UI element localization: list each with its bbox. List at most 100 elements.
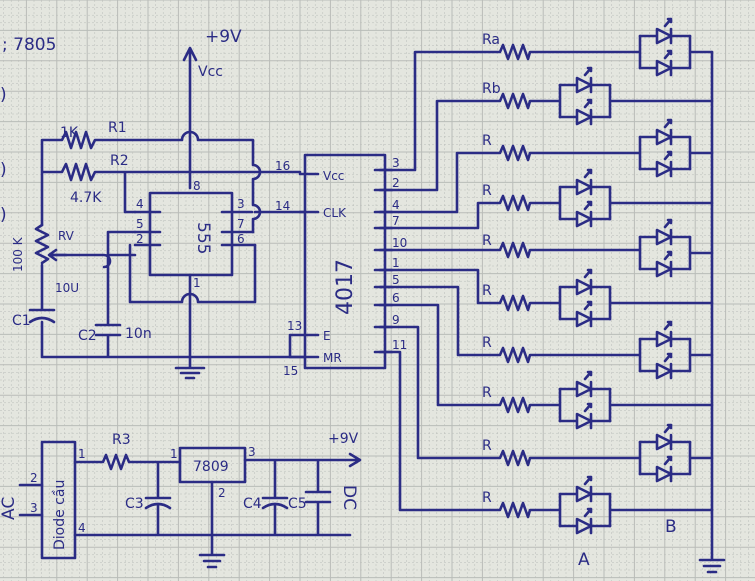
led-common-rail [698, 50, 726, 574]
pin-label: 3 [237, 197, 245, 211]
c2-label: C2 [78, 328, 97, 344]
pin-label: 3 [30, 501, 38, 515]
pin-label: 1 [193, 276, 201, 290]
led-icon [638, 352, 692, 380]
pin-label: 4 [78, 521, 86, 535]
pin-label: 5 [136, 217, 144, 231]
c2-value: 10n [125, 326, 152, 342]
output-wire [373, 325, 714, 476]
resistor-label: R [482, 233, 492, 249]
margin-mark: ) [0, 205, 7, 225]
r2-label: R2 [110, 153, 129, 169]
output-wire [373, 268, 714, 321]
margin-mark: ) [0, 85, 7, 105]
supply-label: +9V [205, 27, 242, 47]
r3-label: R3 [112, 432, 131, 448]
resistor-label: R [482, 438, 492, 454]
pin-label: 11 [392, 338, 407, 352]
output-wire [373, 235, 714, 271]
led-icon [558, 200, 612, 228]
led-icon [638, 49, 692, 77]
pin-label: 2 [136, 232, 144, 246]
output-wire [373, 350, 714, 528]
pin-label: 5 [392, 273, 400, 287]
column-label-b: B [665, 517, 677, 537]
led-icon [558, 300, 612, 328]
led-icon [558, 66, 612, 94]
output-channel: 9R [373, 313, 714, 483]
resistor-label: R [482, 133, 492, 149]
rv-label: RV [58, 229, 75, 243]
led-icon [558, 507, 612, 535]
led-icon [638, 455, 692, 483]
resistor-label: R [482, 283, 492, 299]
timer-chip-label: 555 [193, 222, 213, 254]
pin-label: 1 [392, 256, 400, 270]
pin-label: 3 [392, 156, 400, 170]
pin-label: 8 [193, 179, 201, 193]
resistor-label: Ra [482, 32, 500, 48]
header-note: ; 7805 [2, 35, 56, 55]
r2-value: 4.7K [70, 190, 102, 206]
r1-value: 1K [60, 125, 79, 141]
margin-mark: ) [0, 160, 7, 180]
output-channel: 3 Ra [373, 17, 714, 172]
output-channel: 1R [373, 256, 714, 328]
pin-label: 2 [218, 486, 226, 500]
pin-label: 7 [237, 217, 245, 231]
pin-label: 15 [283, 364, 298, 378]
rv-value: 100 K [11, 236, 25, 272]
led-icon [638, 250, 692, 278]
resistor-label: R [482, 385, 492, 401]
resistor-label: Rb [482, 81, 501, 97]
pin-name: E [323, 329, 331, 343]
pin-label: 9 [392, 313, 400, 327]
counter-4017: 4017 16 Vcc 14 CLK 13 E 15 MR [275, 153, 387, 378]
resistor-label: R [482, 183, 492, 199]
c1-label: C1 [12, 313, 31, 329]
output-channel: 7R [373, 168, 714, 230]
resistor-label: R [482, 335, 492, 351]
c5-label: C5 [288, 496, 307, 512]
led-icon [638, 218, 692, 246]
c1-value: 10U [55, 281, 79, 295]
output-channel: 6R [373, 291, 714, 430]
pin-label: 6 [237, 232, 245, 246]
pin-label: 7 [392, 214, 400, 228]
pin-label: 10 [392, 236, 407, 250]
output-wire [373, 285, 714, 373]
counter-chip-label: 4017 [333, 259, 358, 315]
dc-label: DC [339, 485, 359, 510]
led-icon [638, 150, 692, 178]
pin-label: 14 [275, 199, 290, 213]
led-icon [638, 320, 692, 348]
pin-label: 4 [392, 198, 400, 212]
output-channel: 10 R [373, 218, 714, 278]
led-icon [558, 268, 612, 296]
regulator-label: 7809 [193, 459, 229, 475]
bridge-label: Diode cầu [52, 480, 68, 550]
output-wire [373, 34, 714, 172]
led-icon [638, 423, 692, 451]
potentiometer-rv [34, 223, 68, 265]
pin-name: CLK [323, 206, 347, 220]
resistor-label: R [482, 490, 492, 506]
pin-name: Vcc [323, 169, 344, 183]
power-supply: Diode cầu AC 7809 2 3 1 4 R3 C3 1 2 3 C4… [0, 431, 362, 569]
output-wire [373, 83, 714, 192]
pin-label: 16 [275, 159, 290, 173]
column-label-a: A [578, 550, 590, 570]
led-icon [638, 17, 692, 45]
output-channel: 2Rb [373, 66, 714, 192]
pin-label: 6 [392, 291, 400, 305]
output-voltage-label: +9V [328, 431, 359, 447]
output-wire [373, 135, 714, 214]
vcc-label: Vcc [198, 64, 223, 80]
ac-label: AC [0, 497, 19, 520]
led-icon [558, 475, 612, 503]
pin-label: 2 [30, 471, 38, 485]
led-icon [638, 118, 692, 146]
